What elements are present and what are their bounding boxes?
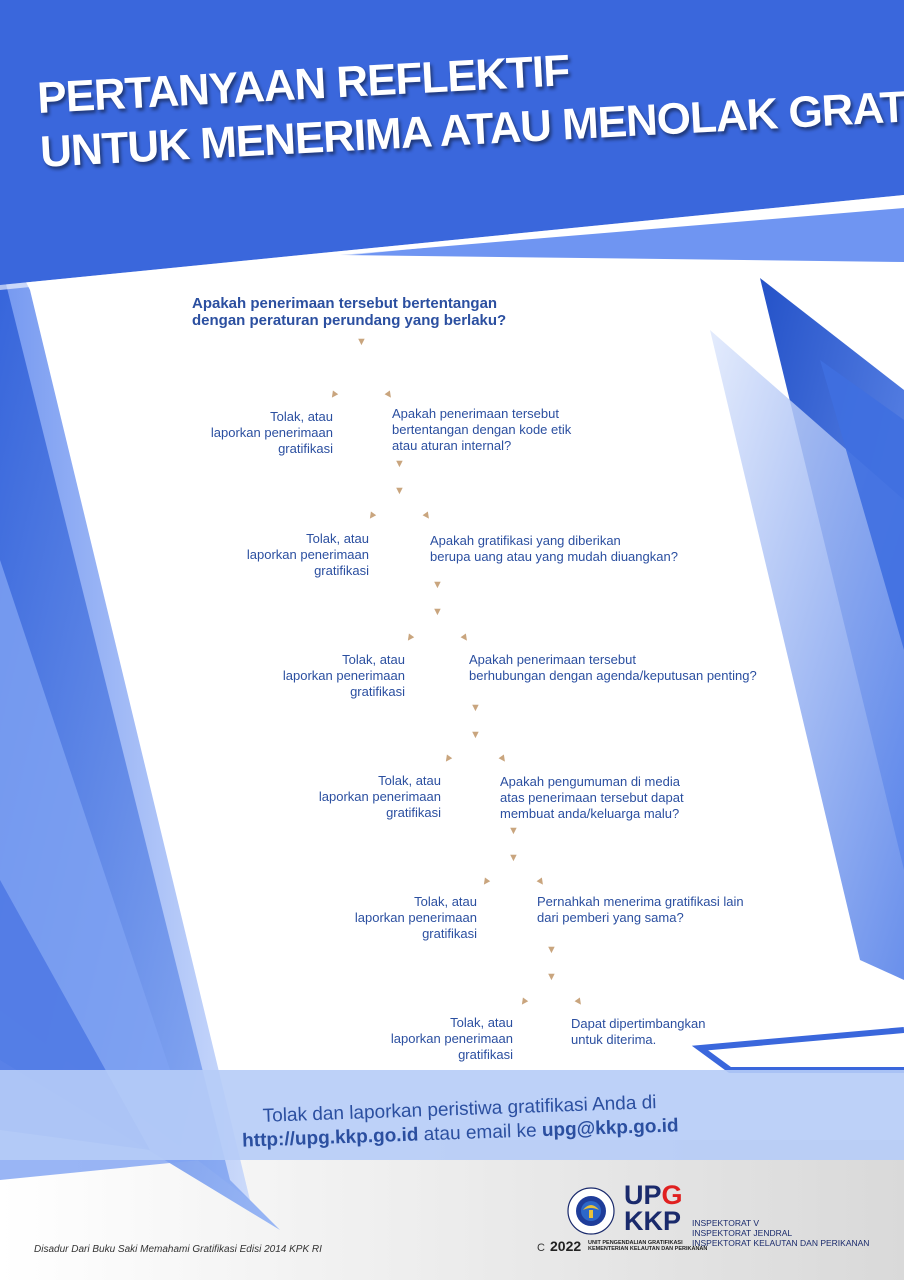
logo-year: 2022: [550, 1238, 582, 1254]
reject-text-6: Tolak, atau laporkan penerimaan gratifik…: [313, 1015, 513, 1063]
reject-line: laporkan penerimaan: [390, 1031, 513, 1046]
upg-letters: UP: [624, 1180, 662, 1210]
question-0-line-2: dengan peraturan perundang yang berlaku?: [192, 312, 507, 329]
reject-line: laporkan penerimaan: [282, 668, 405, 683]
question-5: Pernahkah menerima gratifikasi lain dari…: [537, 894, 744, 926]
arrowhead-icon: ▼: [432, 606, 443, 618]
question-line: dari pemberi yang sama?: [537, 910, 684, 925]
question-line: Apakah gratifikasi yang diberikan: [430, 533, 621, 548]
arrowhead-icon: ▼: [394, 485, 405, 497]
upg-logo-text: UPG: [624, 1180, 683, 1210]
question-0: Apakah penerimaan tersebut bertentangan …: [192, 295, 506, 329]
report-email[interactable]: upg@kkp.go.id: [541, 1115, 679, 1142]
reject-line: Tolak, atau: [306, 531, 369, 546]
arrowhead-icon: ▼: [546, 944, 557, 956]
upg-full-name: UNIT PENGENDALIAN GRATIFIKASI KEMENTERIA…: [588, 1240, 707, 1252]
outcome-line: Dapat dipertimbangkan: [571, 1016, 706, 1031]
reject-line: Tolak, atau: [378, 773, 441, 788]
question-line: Apakah penerimaan tersebut: [392, 406, 559, 421]
question-line: membuat anda/keluarga malu?: [500, 806, 680, 821]
report-url[interactable]: http://upg.kkp.go.id: [241, 1124, 419, 1152]
inspektorat-text: INSPEKTORAT V INSPEKTORAT JENDRAL INSPEK…: [692, 1218, 869, 1248]
arrowhead-icon: ▼: [470, 702, 481, 714]
reject-line: gratifikasi: [350, 684, 405, 699]
reject-line: Tolak, atau: [342, 652, 405, 667]
question-line: bertentangan dengan kode etik: [392, 422, 572, 437]
question-line: berhubungan dengan agenda/keputusan pent…: [469, 668, 757, 683]
reject-text-3: Tolak, atau laporkan penerimaan gratifik…: [205, 652, 405, 700]
question-4: Apakah pengumuman di media atas penerima…: [500, 774, 684, 822]
question-line: Apakah pengumuman di media: [500, 774, 680, 789]
question-3: Apakah penerimaan tersebut berhubungan d…: [469, 652, 757, 684]
question-line: atau aturan internal?: [392, 438, 512, 453]
footnote: Disadur Dari Buku Saki Memahami Gratifik…: [34, 1244, 322, 1255]
copyright-mark: C: [537, 1242, 545, 1254]
reject-line: laporkan penerimaan: [246, 547, 369, 562]
reject-line: gratifikasi: [278, 441, 333, 456]
reject-text-1: Tolak, atau laporkan penerimaan gratifik…: [133, 409, 333, 457]
reject-line: Tolak, atau: [270, 409, 333, 424]
arrowhead-icon: ▼: [356, 336, 367, 348]
reject-line: laporkan penerimaan: [354, 910, 477, 925]
inspektorat-line: INSPEKTORAT JENDRAL: [692, 1228, 793, 1238]
arrowhead-icon: ▼: [508, 825, 519, 837]
reject-line: laporkan penerimaan: [318, 789, 441, 804]
question-line: berupa uang atau yang mudah diuangkan?: [430, 549, 678, 564]
question-line: Pernahkah menerima gratifikasi lain: [537, 894, 744, 909]
arrowhead-icon: ▼: [546, 971, 557, 983]
final-outcome: Dapat dipertimbangkan untuk diterima.: [571, 1016, 705, 1048]
reject-line: laporkan penerimaan: [210, 425, 333, 440]
arrowhead-icon: ▼: [432, 579, 443, 591]
reject-line: gratifikasi: [422, 926, 477, 941]
reject-text-5: Tolak, atau laporkan penerimaan gratifik…: [277, 894, 477, 942]
upg-full-line-1: UNIT PENGENDALIAN GRATIFIKASI: [588, 1240, 683, 1246]
inspektorat-line: INSPEKTORAT KELAUTAN DAN PERIKANAN: [692, 1238, 870, 1248]
reject-line: gratifikasi: [458, 1047, 513, 1062]
kkp-emblem-icon: [567, 1187, 615, 1235]
reject-line: gratifikasi: [314, 563, 369, 578]
arrowhead-icon: ▼: [394, 458, 405, 470]
upg-full-line-2: KEMENTERIAN KELAUTAN DAN PERIKANAN: [588, 1246, 708, 1252]
upg-letter-g: G: [661, 1180, 683, 1210]
question-2: Apakah gratifikasi yang diberikan berupa…: [430, 533, 678, 565]
reject-text-4: Tolak, atau laporkan penerimaan gratifik…: [241, 773, 441, 821]
question-0-line-1: Apakah penerimaan tersebut bertentangan: [192, 295, 498, 312]
reject-text-2: Tolak, atau laporkan penerimaan gratifik…: [169, 531, 369, 579]
arrowhead-icon: ▼: [508, 852, 519, 864]
arrowhead-icon: ▼: [470, 729, 481, 741]
inspektorat-line: INSPEKTORAT V: [692, 1218, 760, 1228]
reject-line: gratifikasi: [386, 805, 441, 820]
reject-line: Tolak, atau: [450, 1015, 513, 1030]
reject-line: Tolak, atau: [414, 894, 477, 909]
question-line: atas penerimaan tersebut dapat: [500, 790, 684, 805]
question-line: Apakah penerimaan tersebut: [469, 652, 636, 667]
kkp-logo-text: KKP: [624, 1206, 682, 1236]
report-middle: atau email ke: [418, 1120, 543, 1146]
outcome-line: untuk diterima.: [571, 1032, 657, 1047]
question-1: Apakah penerimaan tersebut bertentangan …: [392, 406, 571, 454]
